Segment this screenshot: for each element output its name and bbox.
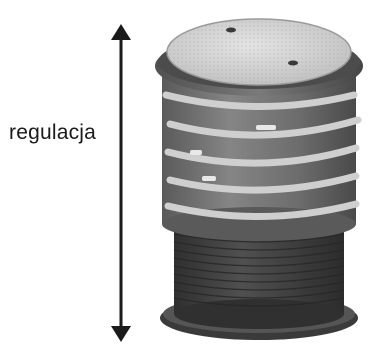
ring — [164, 200, 360, 220]
lid-keyhole-icon — [288, 60, 298, 66]
ring-slots — [190, 125, 276, 181]
ring — [166, 172, 360, 194]
arrow-up-icon — [111, 24, 131, 40]
ring — [164, 144, 360, 167]
manhole-lid — [166, 18, 352, 86]
ring — [162, 91, 358, 110]
arrow-down-icon — [111, 326, 131, 342]
ring — [166, 116, 362, 139]
regulation-rings — [162, 91, 362, 220]
lid-keyhole-icon — [226, 27, 236, 33]
double-arrow — [111, 24, 131, 342]
regulation-label: regulacja — [9, 121, 97, 144]
